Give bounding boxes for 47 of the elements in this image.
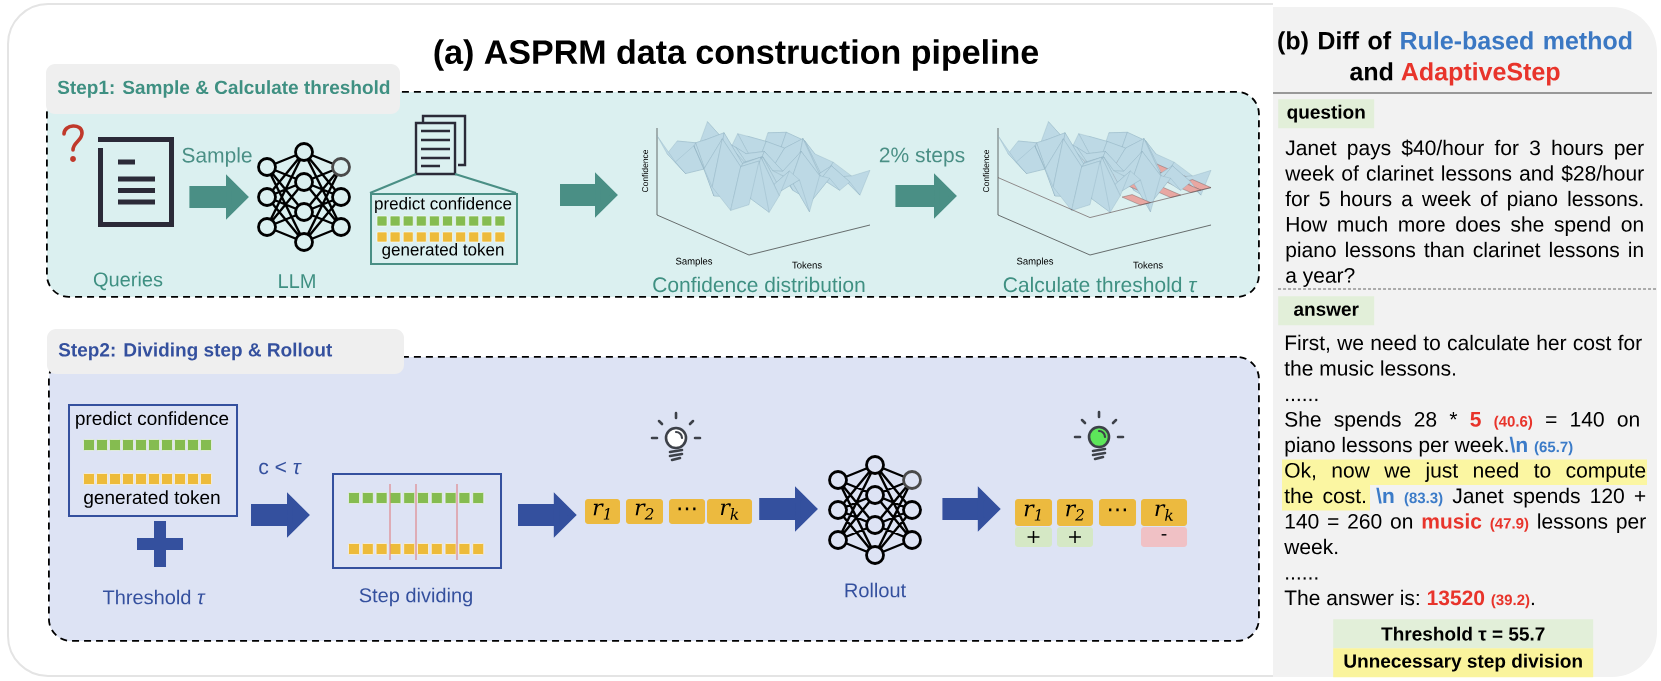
token-chip: r$_{1}$ xyxy=(1015,499,1052,526)
section-tag: answer xyxy=(1278,296,1375,326)
paragraph: ...... xyxy=(1286,398,1318,402)
token-chip: ⋯ xyxy=(1099,499,1136,526)
axis-label: Confidence xyxy=(641,149,649,193)
axis-label: Tokens xyxy=(1133,261,1163,269)
result-banner: Unnecessary step division xyxy=(1333,648,1594,678)
panel-heading: (b) Diff of Rule-based method and AdaptiveStep xyxy=(1278,31,1632,86)
node-label: Confidence distribution xyxy=(653,276,865,293)
edge-label: 2% steps xyxy=(879,147,965,167)
axis-label: Confidence xyxy=(982,149,990,193)
score-chip: + xyxy=(1015,527,1052,547)
node-label: LLM xyxy=(279,274,315,288)
node-label: Step dividing xyxy=(359,587,472,607)
section-tab: Step2: Dividing step & Rollout xyxy=(47,329,404,374)
section-tab: Step1: Sample & Calculate threshold xyxy=(46,64,400,114)
axis-label: Samples xyxy=(675,257,713,267)
section-tag: question xyxy=(1278,99,1375,129)
caption: Threshold τ xyxy=(102,589,206,605)
token-chip: r$_{1}$ xyxy=(585,499,620,524)
paragraph: The answer is: 13520 (39.2). xyxy=(1284,589,1534,609)
node-label: generated token xyxy=(84,490,220,508)
paragraph: Ok, now we just need to compute the cost. \n (83.3) Janet spends 120 + 140 = 260 on music (47.9) lessons per week. xyxy=(1282,459,1647,555)
node-label: r$_{k}$ xyxy=(720,503,739,520)
node-label: Calculate threshold τ xyxy=(1003,276,1198,293)
edge-label: c < τ xyxy=(259,461,302,475)
token-box: predict confidence generated token xyxy=(68,404,238,517)
node-label: predict confidence xyxy=(76,411,229,429)
axis-label: Samples xyxy=(1016,257,1054,267)
node-label: Queries xyxy=(93,271,163,291)
paragraph: She spends 28 *5 (40.6) = 140 on piano lessons per week.\n (65.7) xyxy=(1285,411,1639,457)
token-chip: r$_{k}$ xyxy=(1141,499,1187,526)
paragraph: Janet pays $40/hour for 3 hours per week of clarinet lessons and $28/hour for 5 hours a week of piano lessons. How much more does she spend on piano lessons than clarinet lessons in a year? xyxy=(1285,139,1644,287)
node-label: Rollout xyxy=(845,582,906,598)
token-chip: r$_{2}$ xyxy=(1057,499,1093,526)
score-chip: - xyxy=(1141,527,1187,547)
score-chip: + xyxy=(1057,527,1093,547)
token-chip: r$_{k}$ xyxy=(707,499,752,524)
axis-label: Tokens xyxy=(792,261,822,269)
paragraph: ...... xyxy=(1286,577,1318,580)
result-banner: Threshold τ = 55.7 xyxy=(1333,619,1594,649)
panel-title: (a) ASPRM data construction pipeline xyxy=(434,39,1039,71)
token-box: predict confidence generated token xyxy=(369,173,518,265)
token-chip: r$_{2}$ xyxy=(626,499,663,524)
token-chip: ⋯ xyxy=(669,499,705,524)
node-label: ⋯ xyxy=(678,507,696,511)
paragraph: First, we need to calculate her cost for the music lessons. xyxy=(1284,334,1642,376)
